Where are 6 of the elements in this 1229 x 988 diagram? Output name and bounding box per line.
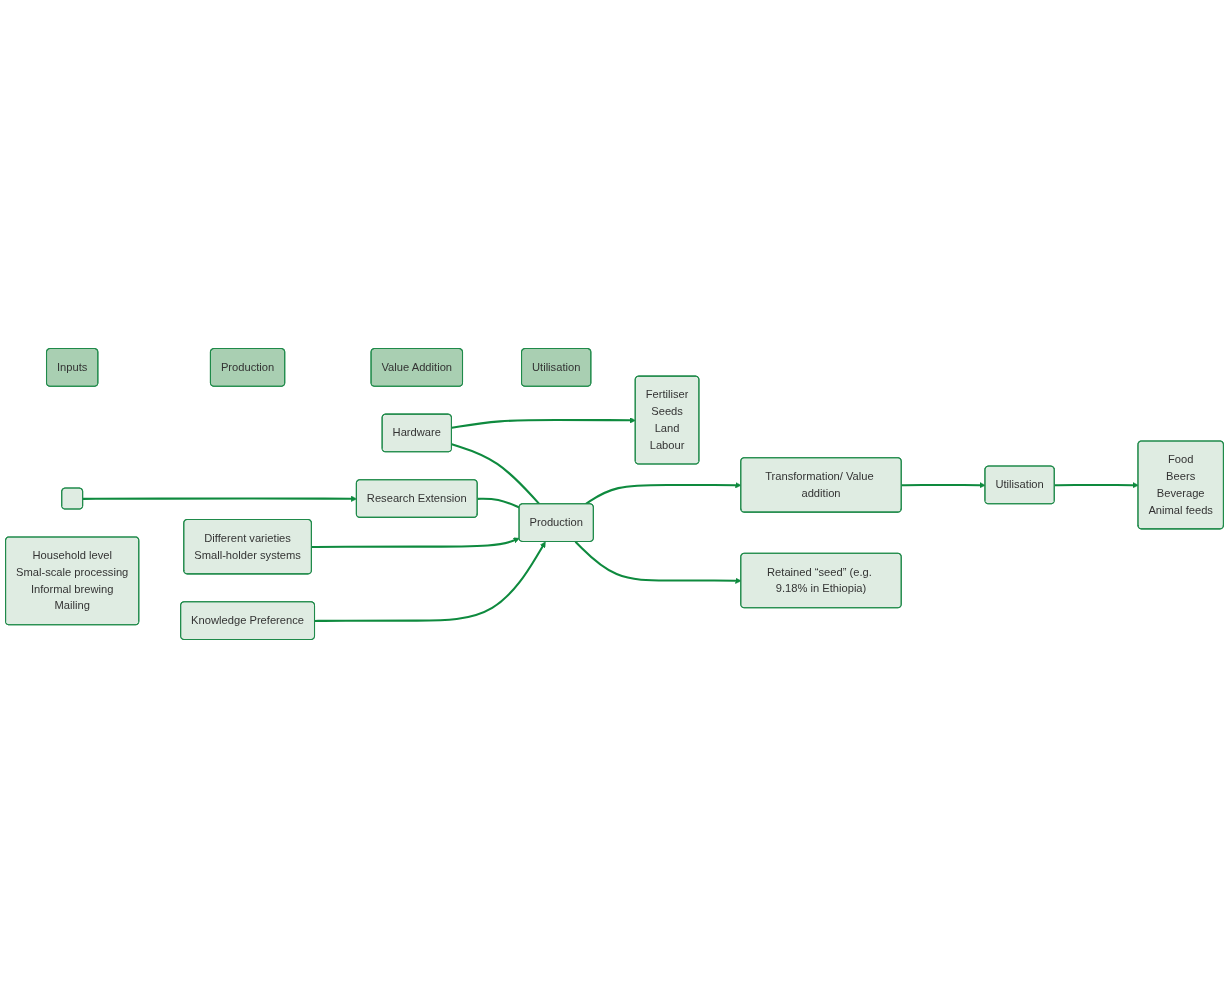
arrow	[83, 495, 357, 502]
arrow	[311, 537, 520, 549]
connector	[451, 443, 541, 505]
connector	[477, 497, 520, 509]
arrow	[451, 417, 636, 429]
arrow	[314, 541, 546, 622]
